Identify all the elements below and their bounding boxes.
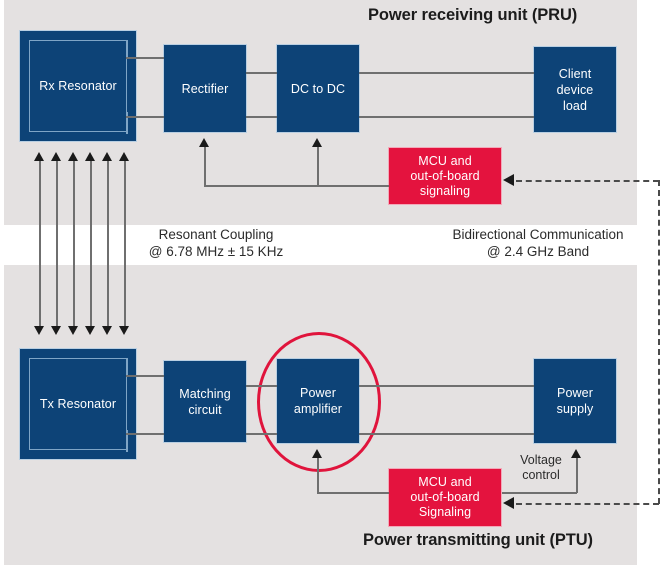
coupling-arrowhead-down-4 <box>85 326 95 335</box>
arrow-up-to-dcdc <box>312 138 322 147</box>
coupling-arrowhead-down-5 <box>102 326 112 335</box>
coupling-arrowhead-up-6 <box>119 152 129 161</box>
wire-ptu-mcu-to-pa-horizontal <box>317 492 389 494</box>
wire-dcdc-to-load-bottom <box>359 116 534 118</box>
caption-bidirectional-communication-line1: Bidirectional Communication <box>452 227 624 242</box>
wire-voltage-control-vertical <box>576 458 578 493</box>
power-amplifier-highlight-circle <box>257 332 381 472</box>
wire-matching-to-pa-bottom <box>246 433 277 435</box>
coupling-arrowhead-up-4 <box>85 152 95 161</box>
wire-rx-to-rectifier-bottom <box>126 116 164 118</box>
wire-voltage-control-horizontal <box>502 492 577 494</box>
wire-pru-mcu-control-bus <box>204 185 389 187</box>
block-ptu-mcu-line1: MCU and <box>418 475 472 489</box>
block-matching-circuit[interactable]: Matching circuit <box>163 360 247 443</box>
rx-resonator-coil-icon <box>29 40 127 132</box>
block-dc-to-dc[interactable]: DC to DC <box>276 44 360 133</box>
coupling-line-3 <box>73 160 75 328</box>
coupling-line-6 <box>124 160 126 328</box>
wire-pa-to-supply-top <box>359 385 534 387</box>
coupling-arrowhead-up-3 <box>68 152 78 161</box>
wire-rectifier-to-dcdc-bottom <box>246 116 277 118</box>
block-client-device-load-line2: device <box>556 82 594 97</box>
coupling-arrowhead-down-2 <box>51 326 61 335</box>
coupling-line-5 <box>107 160 109 328</box>
block-dc-to-dc-label: DC to DC <box>290 81 346 96</box>
arrow-left-pru-comms <box>503 174 514 186</box>
block-pru-mcu-line1: MCU and <box>418 153 472 168</box>
wire-pa-to-supply-bottom <box>359 433 534 435</box>
dashed-comms-pru-horizontal <box>516 180 659 182</box>
wire-tx-to-matching-top <box>126 375 164 377</box>
coupling-arrowhead-up-5 <box>102 152 112 161</box>
arrow-up-to-power-supply <box>571 449 581 458</box>
block-tx-resonator[interactable]: Tx Resonator <box>19 348 137 460</box>
coupling-line-1 <box>39 160 41 328</box>
block-rx-resonator[interactable]: Rx Resonator <box>19 30 137 142</box>
caption-bidirectional-communication-line2: @ 2.4 GHz Band <box>486 244 590 259</box>
dashed-comms-ptu-horizontal <box>516 503 659 505</box>
label-voltage-control-line1: Voltage <box>520 453 562 467</box>
wire-pru-mcu-to-rectifier <box>204 147 206 186</box>
rx-coil-gap-top <box>119 54 129 58</box>
block-power-supply-line1: Power <box>557 386 593 400</box>
block-power-supply-line2: supply <box>556 402 594 416</box>
label-voltage-control-line2: control <box>522 468 560 482</box>
caption-resonant-coupling-line1: Resonant Coupling <box>158 227 274 242</box>
block-power-amplifier-line1: Power <box>300 386 336 400</box>
wire-tx-to-matching-bottom <box>126 433 164 435</box>
tx-coil-lead-bottom <box>126 430 128 452</box>
block-power-amplifier-line2: amplifier <box>293 402 343 416</box>
tx-coil-lead-top <box>126 358 128 376</box>
rx-coil-lead-bottom <box>126 112 128 134</box>
coupling-arrowhead-up-2 <box>51 152 61 161</box>
coupling-line-4 <box>90 160 92 328</box>
block-rectifier[interactable]: Rectifier <box>163 44 247 133</box>
block-power-supply[interactable]: Power supply <box>533 358 617 444</box>
coupling-arrowhead-down-6 <box>119 326 129 335</box>
dashed-comms-vertical-link <box>658 180 660 504</box>
block-matching-circuit-line2: circuit <box>188 402 222 417</box>
caption-resonant-coupling: Resonant Coupling @ 6.78 MHz ± 15 KHz <box>130 226 302 260</box>
block-tx-resonator-label: Tx Resonator <box>39 397 117 411</box>
block-matching-circuit-line1: Matching <box>179 386 231 401</box>
rx-coil-lead-top <box>126 40 128 58</box>
coupling-arrowhead-down-3 <box>68 326 78 335</box>
arrow-up-to-power-amplifier <box>312 449 322 458</box>
pru-title: Power receiving unit (PRU) <box>368 6 578 24</box>
block-client-device-load-line3: load <box>562 98 588 113</box>
block-pru-mcu-line3: signaling <box>419 183 471 198</box>
tx-coil-gap-bottom <box>119 430 129 434</box>
block-ptu-mcu-line3: Signaling <box>418 505 472 519</box>
caption-resonant-coupling-line2: @ 6.78 MHz ± 15 KHz <box>148 244 284 259</box>
tx-resonator-coil-icon <box>29 358 127 450</box>
label-voltage-control: Voltage control <box>510 453 572 483</box>
wire-ptu-mcu-to-pa-vertical <box>317 458 319 493</box>
wire-pru-mcu-to-dcdc <box>317 147 319 186</box>
coupling-arrowhead-down-1 <box>34 326 44 335</box>
arrow-up-to-rectifier <box>199 138 209 147</box>
block-pru-mcu[interactable]: MCU and out-of-board signaling <box>388 147 502 205</box>
wire-dcdc-to-load-top <box>359 72 534 74</box>
block-rx-resonator-label: Rx Resonator <box>39 79 117 93</box>
block-client-device-load-line1: Client <box>558 66 592 81</box>
wire-rx-to-rectifier-top <box>126 57 164 59</box>
rx-coil-gap-bottom <box>119 112 129 116</box>
block-rectifier-label: Rectifier <box>181 81 229 96</box>
block-client-device-load[interactable]: Client device load <box>533 46 617 133</box>
tx-coil-gap-top <box>119 372 129 376</box>
arrow-left-ptu-comms <box>503 497 514 509</box>
caption-bidirectional-communication: Bidirectional Communication @ 2.4 GHz Ba… <box>425 226 651 260</box>
block-pru-mcu-line2: out-of-board <box>410 168 480 183</box>
coupling-arrowhead-up-1 <box>34 152 44 161</box>
wire-matching-to-pa-top <box>246 385 277 387</box>
block-ptu-mcu-line2: out-of-board <box>410 490 480 504</box>
ptu-title: Power transmitting unit (PTU) <box>363 531 593 549</box>
block-ptu-mcu[interactable]: MCU and out-of-board Signaling <box>388 468 502 527</box>
wire-rectifier-to-dcdc-top <box>246 72 277 74</box>
coupling-line-2 <box>56 160 58 328</box>
block-power-amplifier[interactable]: Power amplifier <box>276 358 360 444</box>
